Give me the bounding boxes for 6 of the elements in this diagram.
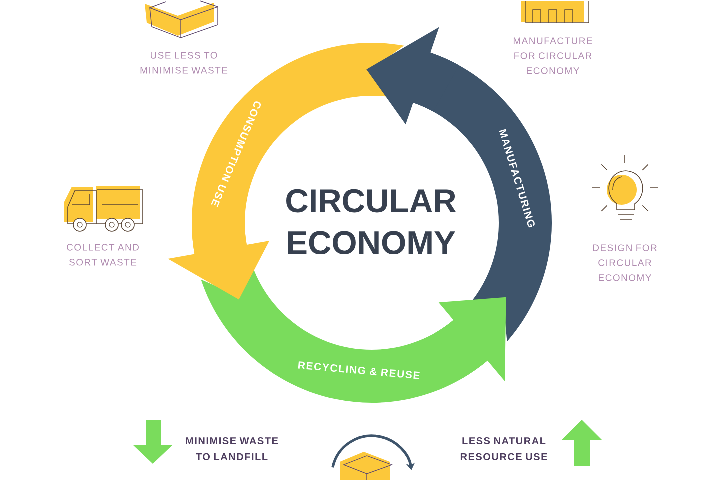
caption: LESS NATURAL RESOURCE USE [460,438,548,460]
caption: COLLECT AND SORT WASTE [67,244,139,266]
arrow [436,297,506,382]
caption: MINIMISE WASTE TO LANDFILL [186,438,278,460]
arrow [366,27,460,125]
caption: DESIGN FOR CIRCULAR ECONOMY [593,244,657,282]
